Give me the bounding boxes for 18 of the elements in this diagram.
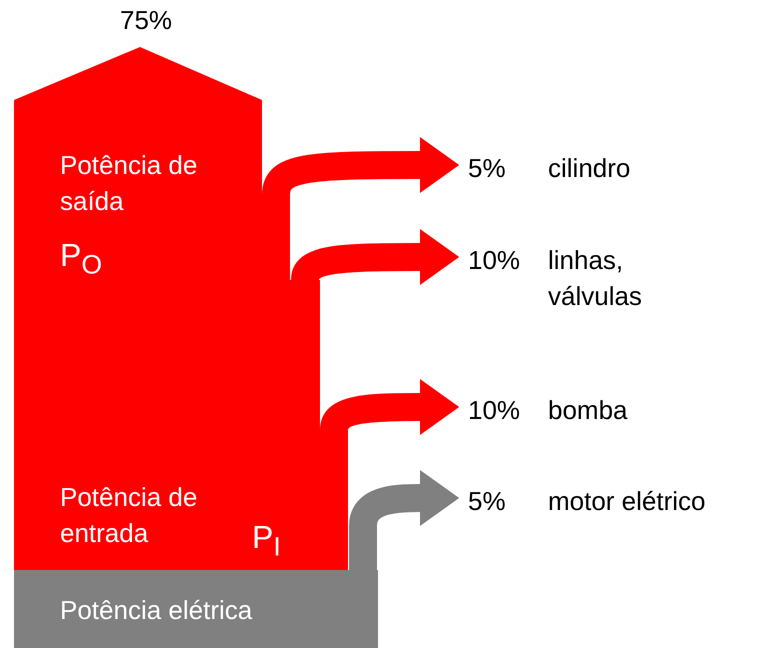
percentage-label: 5% [468, 485, 507, 518]
flow-arrow [349, 470, 460, 570]
symbol-label: P$_{I}$ [252, 519, 281, 564]
sankey-band [14, 47, 348, 570]
band-label: Potência elétrica [60, 594, 254, 627]
loss-label: cilindro [548, 152, 630, 185]
flow-arrow [262, 137, 460, 196]
symbol-label: P$_{O}$ [60, 237, 102, 282]
percentage-label: 10% [468, 244, 522, 277]
loss-label: motor elétrico [548, 485, 706, 518]
percentage-label: 5% [468, 152, 507, 185]
percentage-label: 75% [120, 4, 172, 37]
band-label: Potência de saída [60, 149, 198, 218]
loss-label: linhas, válvulas [548, 244, 643, 313]
percentage-label: 10% [468, 394, 522, 427]
sankey-band [14, 570, 378, 648]
loss-label: bomba [548, 394, 628, 427]
band-label: Potência de entrada [60, 481, 198, 550]
